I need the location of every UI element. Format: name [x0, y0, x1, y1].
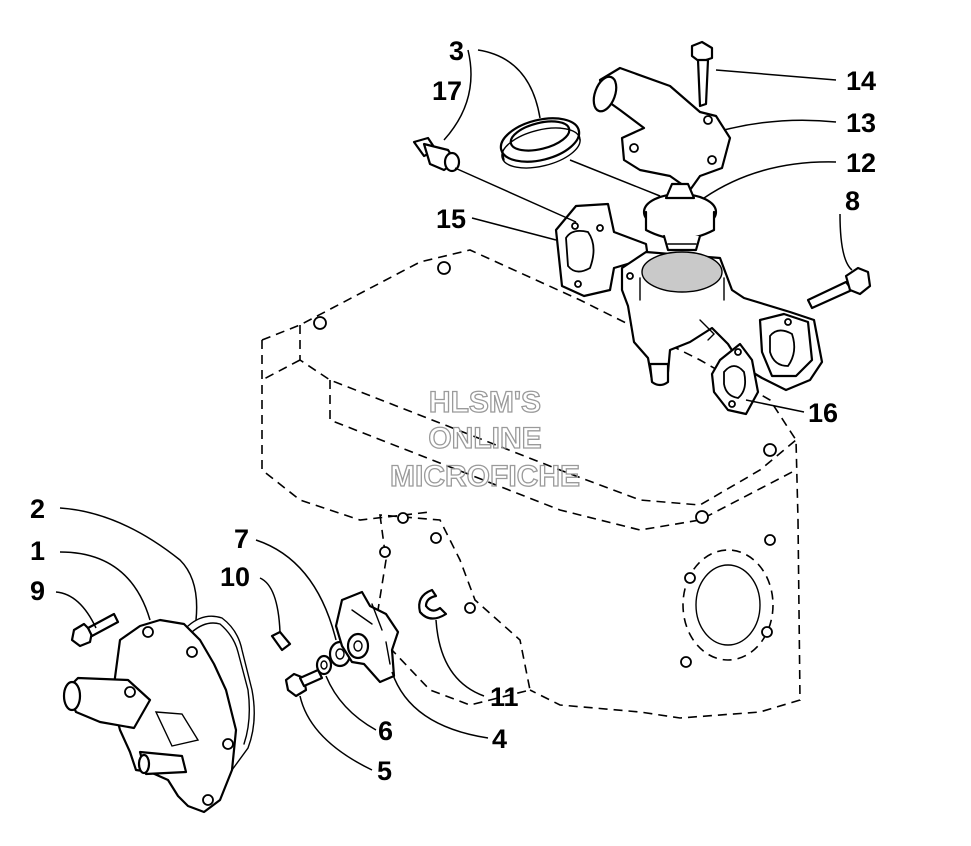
part-15-thermostat-housing	[554, 202, 824, 392]
callout-14: 14	[846, 66, 876, 96]
part-5-bolt	[284, 668, 324, 698]
part-13-housing-cover	[592, 66, 732, 192]
callout-13: 13	[846, 108, 876, 138]
part-4-impeller	[334, 590, 400, 684]
watermark-line-3: MICROFICHE	[390, 460, 580, 493]
watermark: HLSM'S ONLINE MICROFICHE	[389, 385, 580, 493]
callout-labels: 3 17 14 13 12 8 15 16 2 7 1 10 9 11 6 4 …	[30, 36, 876, 786]
callout-15: 15	[436, 204, 466, 234]
part-17-fitting	[412, 136, 461, 173]
engine-block	[261, 249, 801, 719]
callout-8: 8	[845, 186, 860, 216]
callout-11: 11	[490, 682, 519, 712]
callout-2: 2	[30, 494, 45, 524]
callout-7: 7	[234, 524, 249, 554]
callout-3: 3	[449, 36, 464, 66]
callout-10: 10	[220, 562, 250, 592]
part-2-gasket	[187, 615, 255, 771]
part-10-dowel	[270, 630, 292, 652]
callout-12: 12	[846, 148, 876, 178]
part-14-bolt	[690, 40, 714, 108]
part-1-water-pump-cover	[62, 618, 238, 814]
callout-5: 5	[377, 756, 392, 786]
watermark-line-1: HLSM'S	[429, 386, 541, 419]
part-11-snap-ring	[418, 588, 448, 620]
callout-16: 16	[808, 398, 838, 428]
callout-1: 1	[30, 536, 45, 566]
callout-6: 6	[378, 716, 393, 746]
part-6-washer	[315, 654, 333, 676]
callout-9: 9	[30, 576, 45, 606]
part-12-thermostat	[642, 182, 718, 252]
part-3-seal	[499, 117, 581, 169]
callout-17: 17	[432, 76, 462, 106]
watermark-line-2: ONLINE	[428, 422, 541, 455]
callout-4: 4	[492, 724, 507, 754]
leader-lines	[55, 49, 853, 771]
part-16-gasket	[710, 342, 760, 416]
part-9-bolt	[70, 612, 120, 648]
part-8-bolt	[806, 266, 872, 310]
